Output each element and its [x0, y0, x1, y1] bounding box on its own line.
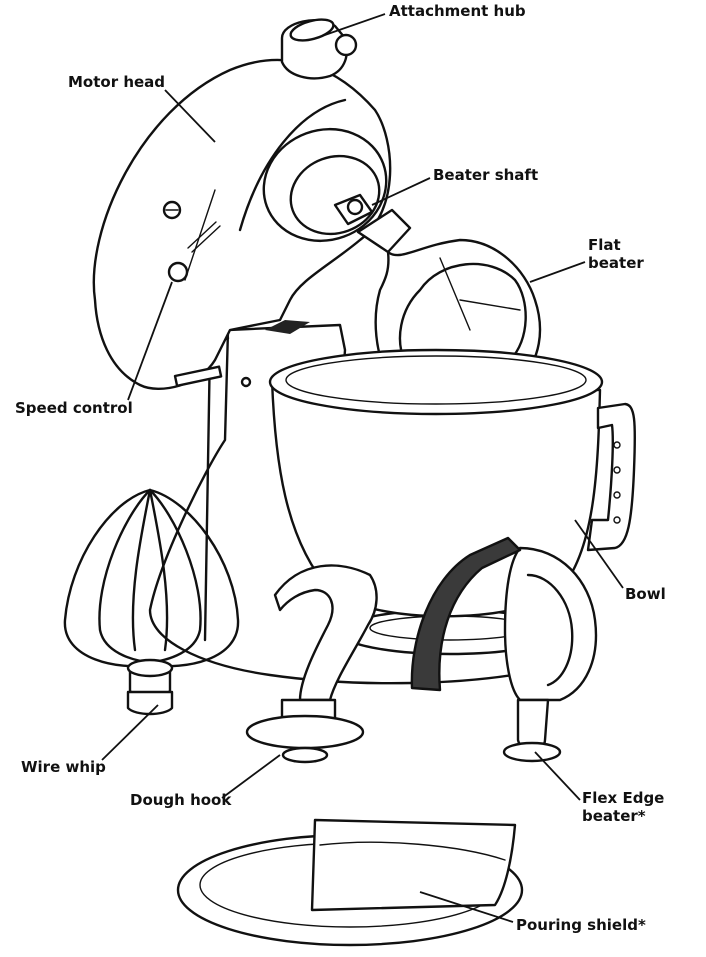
label-beater-shaft: Beater shaft	[433, 166, 539, 184]
label-attachment-hub: Attachment hub	[389, 2, 526, 20]
label-flat-beater-line2: beater	[588, 254, 644, 272]
label-flex-edge-line2: beater*	[582, 807, 646, 825]
label-flex-edge-line1: Flex Edge	[582, 789, 665, 807]
label-speed-control: Speed control	[15, 399, 133, 417]
wire-whip	[63, 488, 240, 716]
pouring-shield	[176, 818, 524, 947]
label-pouring-shield: Pouring shield*	[516, 916, 646, 934]
leader-lines	[101, 13, 624, 923]
label-flat-beater-line1: Flat	[588, 236, 621, 254]
label-motor-head: Motor head	[68, 73, 166, 91]
label-bowl: Bowl	[625, 585, 666, 603]
dough-hook	[245, 564, 378, 764]
flex-edge-beater	[410, 536, 598, 763]
label-wire-whip: Wire whip	[21, 758, 106, 776]
beater-shaft	[333, 193, 374, 226]
label-dough-hook: Dough hook	[130, 791, 232, 809]
attachment-hub	[280, 18, 358, 80]
